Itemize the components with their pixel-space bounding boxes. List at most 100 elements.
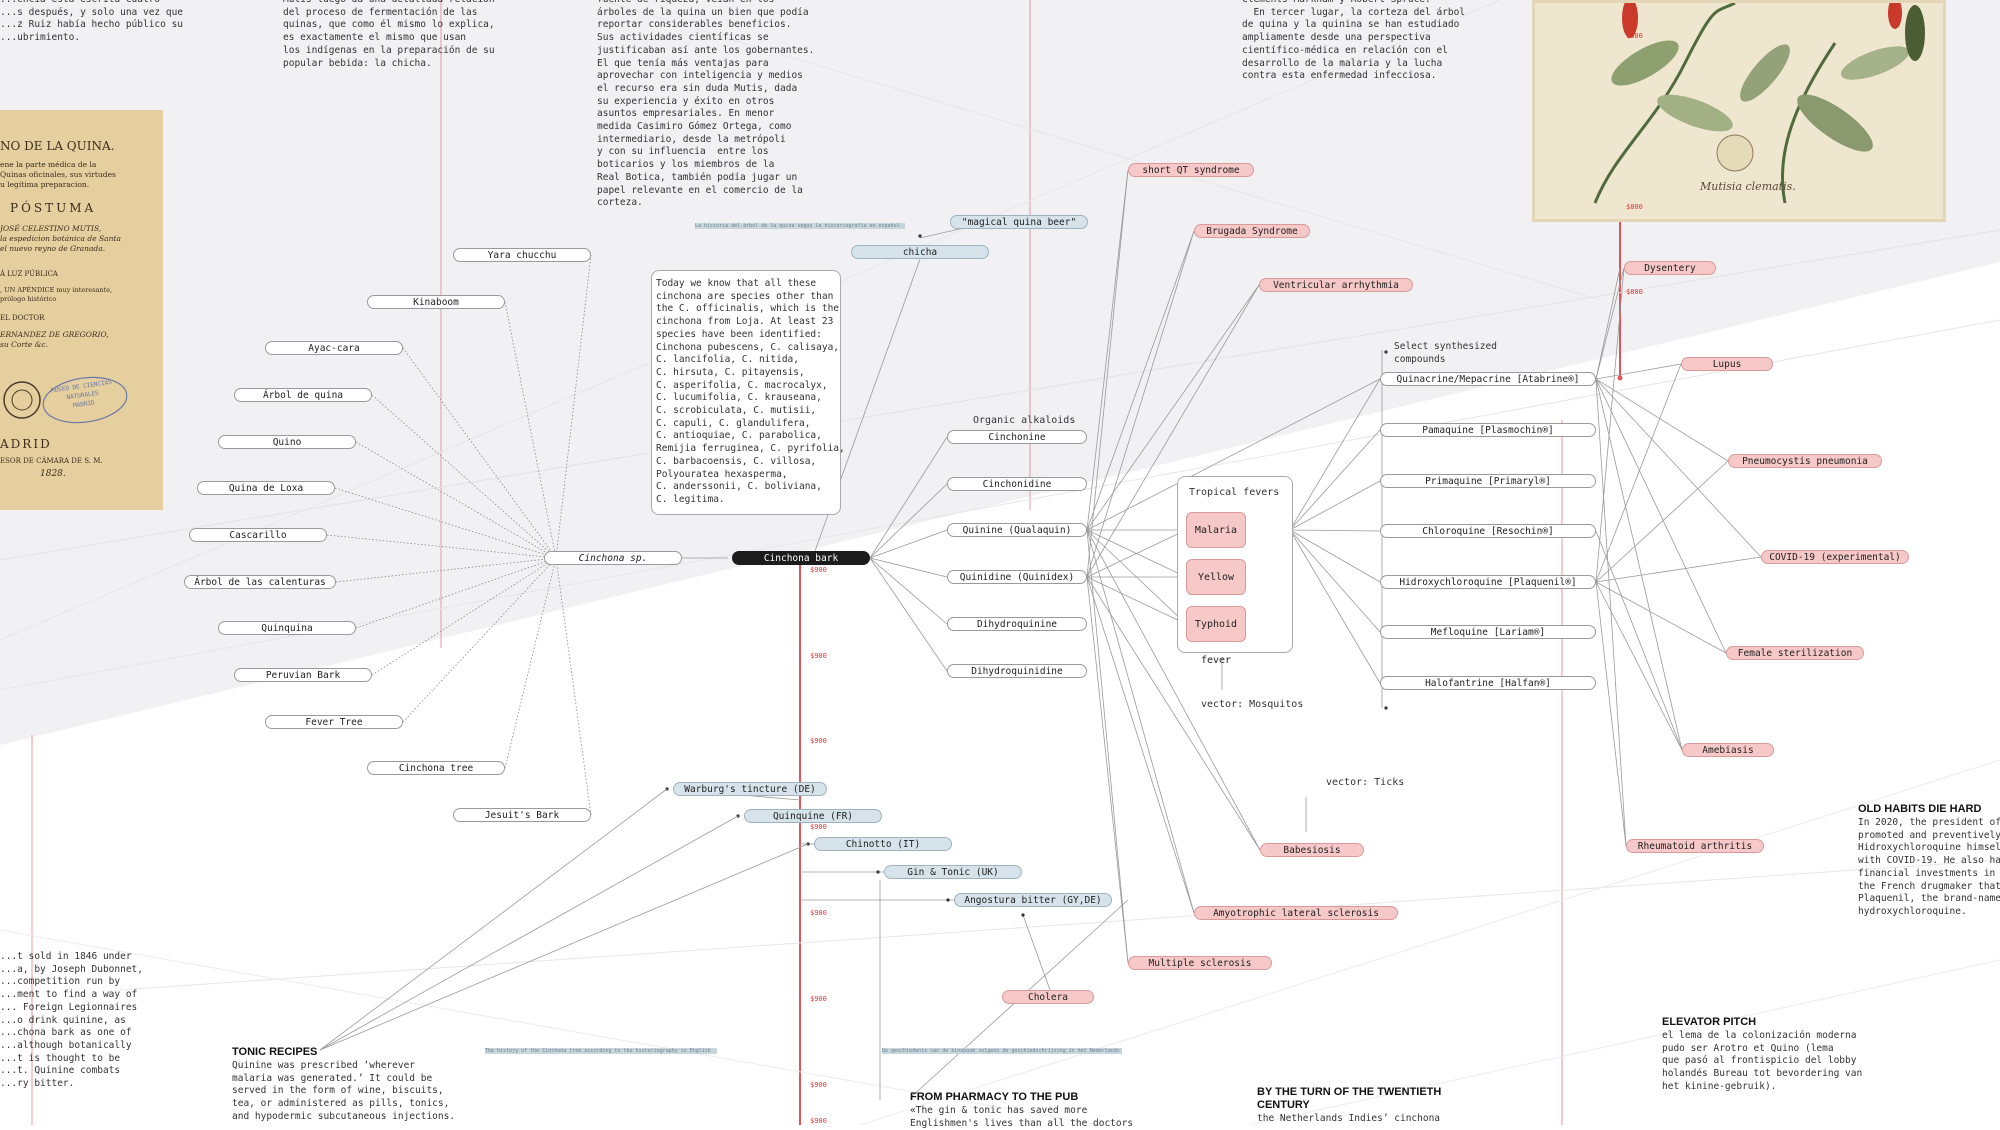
lane-label-dutch: De geschiedenis van de kinaboom volgens …	[882, 1048, 1122, 1054]
synth-connector	[1289, 529, 1381, 684]
magical-beer-node[interactable]: "magical quina beer"	[950, 215, 1088, 229]
book-luz: Á LUZ PÚBLICA	[0, 270, 58, 278]
connector-line	[1086, 576, 1187, 625]
turn-of-century-body: the Netherlands Indies’ cinchona	[1257, 1113, 1441, 1124]
disease-node[interactable]: Female sterilization	[1726, 646, 1864, 660]
disease-node[interactable]: short QT syndrome	[1128, 163, 1254, 177]
synth-compound-node[interactable]: Halofantrine [Halfan®]	[1380, 676, 1596, 690]
alkaloid-node[interactable]: Dihydroquinidine	[947, 664, 1087, 678]
synth-compound-node[interactable]: Hidroxychloroquine [Plaquenil®]	[1380, 575, 1596, 589]
plant-timeline-mark: $800	[1626, 32, 1643, 40]
alkaloid-node[interactable]: Cinchonidine	[947, 477, 1087, 491]
drink-node[interactable]: Gin & Tonic (UK)	[884, 865, 1022, 879]
synth-compound-node[interactable]: Chloroquine [Resochin®]	[1380, 524, 1596, 538]
elevator-pitch-title: ELEVATOR PITCH	[1662, 1016, 1757, 1028]
synth-compound-node[interactable]: Mefloquine [Lariam®]	[1380, 625, 1596, 639]
synonym-connector	[371, 394, 557, 559]
cinchona-bark-node[interactable]: Cinchona bark	[732, 551, 870, 565]
alkaloid-node[interactable]: Quinine (Qualaquin)	[947, 523, 1087, 537]
plant-timeline-mark: $800	[1626, 203, 1643, 211]
synth-connector	[1289, 529, 1381, 633]
drink-node[interactable]: Warburg's tincture (DE)	[673, 782, 827, 796]
alkaloid-node[interactable]: Quinidine (Quinidex)	[947, 570, 1087, 584]
seal-icon	[3, 376, 128, 424]
synonym-node[interactable]: Ayac-cara	[265, 341, 403, 355]
synth-compounds-label: Select synthesized compounds	[1394, 341, 1497, 365]
synonym-node[interactable]: Yara chucchu	[453, 248, 591, 262]
alkaloid-connector	[869, 436, 948, 559]
disease-node[interactable]: Multiple sclerosis	[1128, 956, 1272, 970]
synth-connector	[1289, 378, 1381, 531]
book-postuma: PÓSTUMA	[10, 201, 97, 215]
synonym-node[interactable]: Cascarillo	[189, 528, 327, 542]
old-habits-title: OLD HABITS DIE HARD	[1858, 803, 1982, 815]
synonym-node[interactable]: Árbol de las calenturas	[184, 575, 336, 589]
connector-line	[1595, 378, 1683, 751]
disease-node[interactable]: Dysentery	[1624, 261, 1716, 275]
synonym-node[interactable]: Peruvian Bark	[234, 668, 372, 682]
plant-timeline-mark: $800	[1626, 288, 1643, 296]
alkaloid-node[interactable]: Dihydroquinine	[947, 617, 1087, 631]
connector-line	[1086, 284, 1260, 578]
essay-bottom-left: ...t sold in 1846 under ...a, by Joseph …	[0, 951, 143, 1090]
lane-label-english: The history of the Cinchona tree accordi…	[485, 1048, 717, 1054]
connector-dot	[876, 870, 880, 874]
book-gregorio: ERNANDEZ DE GREGORIO, su Corte &c.	[0, 330, 109, 349]
connector-line	[319, 843, 809, 1051]
connector-dot	[1021, 913, 1025, 917]
connector-line	[1086, 378, 1381, 531]
connector-line	[1086, 576, 1261, 851]
plant-illustration: Mutisia clematis.	[1532, 0, 1946, 222]
synth-connector	[1289, 429, 1381, 531]
connector-line	[1022, 914, 1051, 991]
connector-line	[1595, 378, 1727, 654]
fever-node-malaria[interactable]: Malaria	[1186, 512, 1246, 548]
drink-node[interactable]: Chinotto (IT)	[814, 837, 952, 851]
synth-connector	[1289, 529, 1381, 583]
synonym-node[interactable]: Árbol de quina	[234, 388, 372, 402]
disease-node[interactable]: Amyotrophic lateral sclerosis	[1194, 906, 1398, 920]
synonym-node[interactable]: Jesuit's Bark	[453, 808, 591, 822]
synonym-node[interactable]: Cinchona tree	[367, 761, 505, 775]
synth-compound-node[interactable]: Pamaquine [Plasmochin®]	[1380, 423, 1596, 437]
synonym-node[interactable]: Quinquina	[218, 621, 356, 635]
timeline-mark: $900	[810, 566, 827, 574]
disease-node[interactable]: Pneumocystis pneumonia	[1728, 454, 1882, 468]
book-author: JOSÉ CELESTINO MUTIS, la espedicion botá…	[0, 224, 121, 253]
disease-node[interactable]: Rheumatoid arthritis	[1626, 839, 1764, 853]
connector-line	[1595, 363, 1682, 380]
disease-node[interactable]: Amebiasis	[1682, 743, 1774, 757]
synonym-connector	[555, 557, 592, 816]
disease-node[interactable]: Babesiosis	[1260, 843, 1364, 857]
cinchona-sp-node[interactable]: Cinchona sp.	[544, 551, 682, 565]
synonym-node[interactable]: Kinaboom	[367, 295, 505, 309]
plant-caption: Mutisia clematis.	[1700, 180, 1796, 193]
book-title: NO DE LA QUINA.	[0, 139, 115, 153]
fever-node-yellow-fever[interactable]: Yellow fever	[1186, 559, 1246, 619]
book-doctor: EL DOCTOR	[0, 314, 45, 322]
fever-node-typhoid[interactable]: Typhoid fever	[1186, 606, 1246, 666]
disease-node[interactable]: Ventricular arrhythmia	[1259, 278, 1413, 292]
alkaloid-node[interactable]: Cinchonine	[947, 430, 1087, 444]
synonym-connector	[504, 301, 557, 559]
disease-node[interactable]: Lupus	[1681, 357, 1773, 371]
connector-line	[1595, 581, 1727, 654]
drink-node[interactable]: Quinquine (FR)	[744, 809, 882, 823]
synonym-connector	[402, 347, 557, 559]
alkaloid-connector	[869, 557, 948, 625]
synonym-node[interactable]: Quina de Loxa	[197, 481, 335, 495]
elevator-pitch-body: el lema de la colonización moderna pudo …	[1662, 1030, 1863, 1092]
disease-node[interactable]: Brugada Syndrome	[1194, 224, 1310, 238]
alkaloid-connector	[869, 557, 948, 672]
disease-node[interactable]: Cholera	[1002, 990, 1094, 1004]
synonym-connector	[355, 441, 557, 559]
synonym-node[interactable]: Quino	[218, 435, 356, 449]
connector-line	[1595, 378, 1729, 462]
chicha-node[interactable]: chicha	[851, 245, 989, 259]
synth-compound-node[interactable]: Quinacrine/Mepacrine [Atabrine®]	[1380, 372, 1596, 386]
plant-drawing	[1593, 3, 1925, 204]
synonym-node[interactable]: Fever Tree	[265, 715, 403, 729]
drink-node[interactable]: Angostura bitter (GY,DE)	[954, 893, 1112, 907]
disease-node[interactable]: COVID-19 (experimental)	[1761, 550, 1909, 564]
synth-compound-node[interactable]: Primaquine [Primaryl®]	[1380, 474, 1596, 488]
